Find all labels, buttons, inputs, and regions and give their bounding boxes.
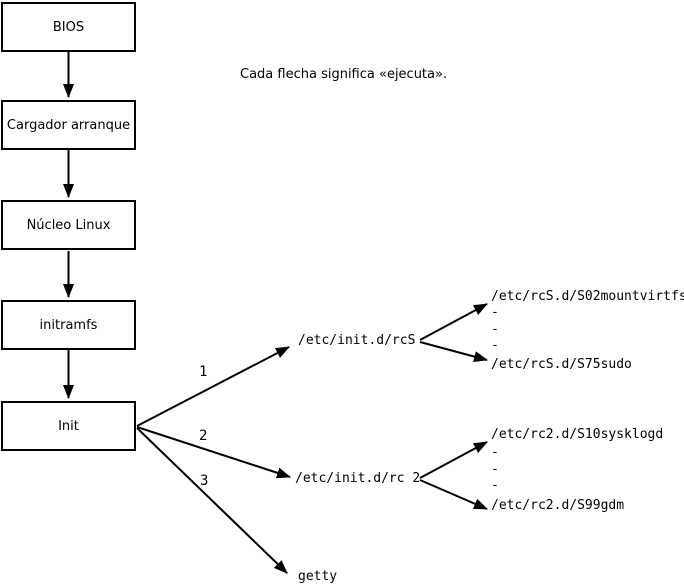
box-initramfs: initramfs: [1, 300, 136, 350]
rcs-child-first: /etc/rcS.d/S02mountvirtfs: [491, 289, 684, 304]
rc2-ellipsis-dash: -: [491, 445, 499, 460]
arrow-rcs-to-first-script: [419, 303, 488, 341]
rc2-ellipsis-dash: -: [491, 462, 499, 477]
box-bootloader: Cargador arranque: [1, 100, 136, 150]
box-bios-label: BIOS: [52, 19, 85, 35]
script-rc2: /etc/init.d/rc 2: [295, 471, 421, 486]
box-init-label: Init: [58, 418, 79, 434]
box-kernel-label: Núcleo Linux: [26, 217, 111, 233]
rcs-ellipsis-dash: -: [491, 322, 499, 337]
arrow-label-1: 1: [199, 364, 208, 380]
box-bootloader-label: Cargador arranque: [6, 117, 131, 133]
arrow-rc2-to-last-script: [419, 479, 488, 510]
rc2-ellipsis-dash: -: [491, 478, 499, 493]
note-text: Cada flecha significa «ejecuta».: [240, 67, 448, 82]
rc2-child-first: /etc/rc2.d/S10sysklogd: [491, 427, 664, 442]
box-kernel: Núcleo Linux: [1, 200, 136, 250]
box-initramfs-label: initramfs: [39, 317, 98, 333]
rcs-child-last: /etc/rcS.d/S75sudo: [491, 357, 632, 372]
arrow-rc2-to-first-script: [419, 441, 488, 479]
script-rcs: /etc/init.d/rcS: [298, 333, 416, 348]
rcs-ellipsis-dash: -: [491, 305, 499, 320]
rcs-ellipsis-dash: -: [491, 338, 499, 353]
rc2-child-last: /etc/rc2.d/S99gdm: [491, 498, 625, 513]
box-bios: BIOS: [1, 2, 136, 52]
arrow-init-to-rcs: [136, 346, 290, 427]
arrow-rcs-to-last-script: [419, 341, 488, 362]
arrow-init-to-getty: [136, 427, 288, 574]
arrow-init-to-rc2: [136, 426, 291, 479]
arrow-label-2: 2: [199, 428, 208, 444]
box-init: Init: [1, 401, 136, 451]
script-getty: getty: [298, 569, 338, 584]
arrow-label-3: 3: [200, 473, 209, 489]
